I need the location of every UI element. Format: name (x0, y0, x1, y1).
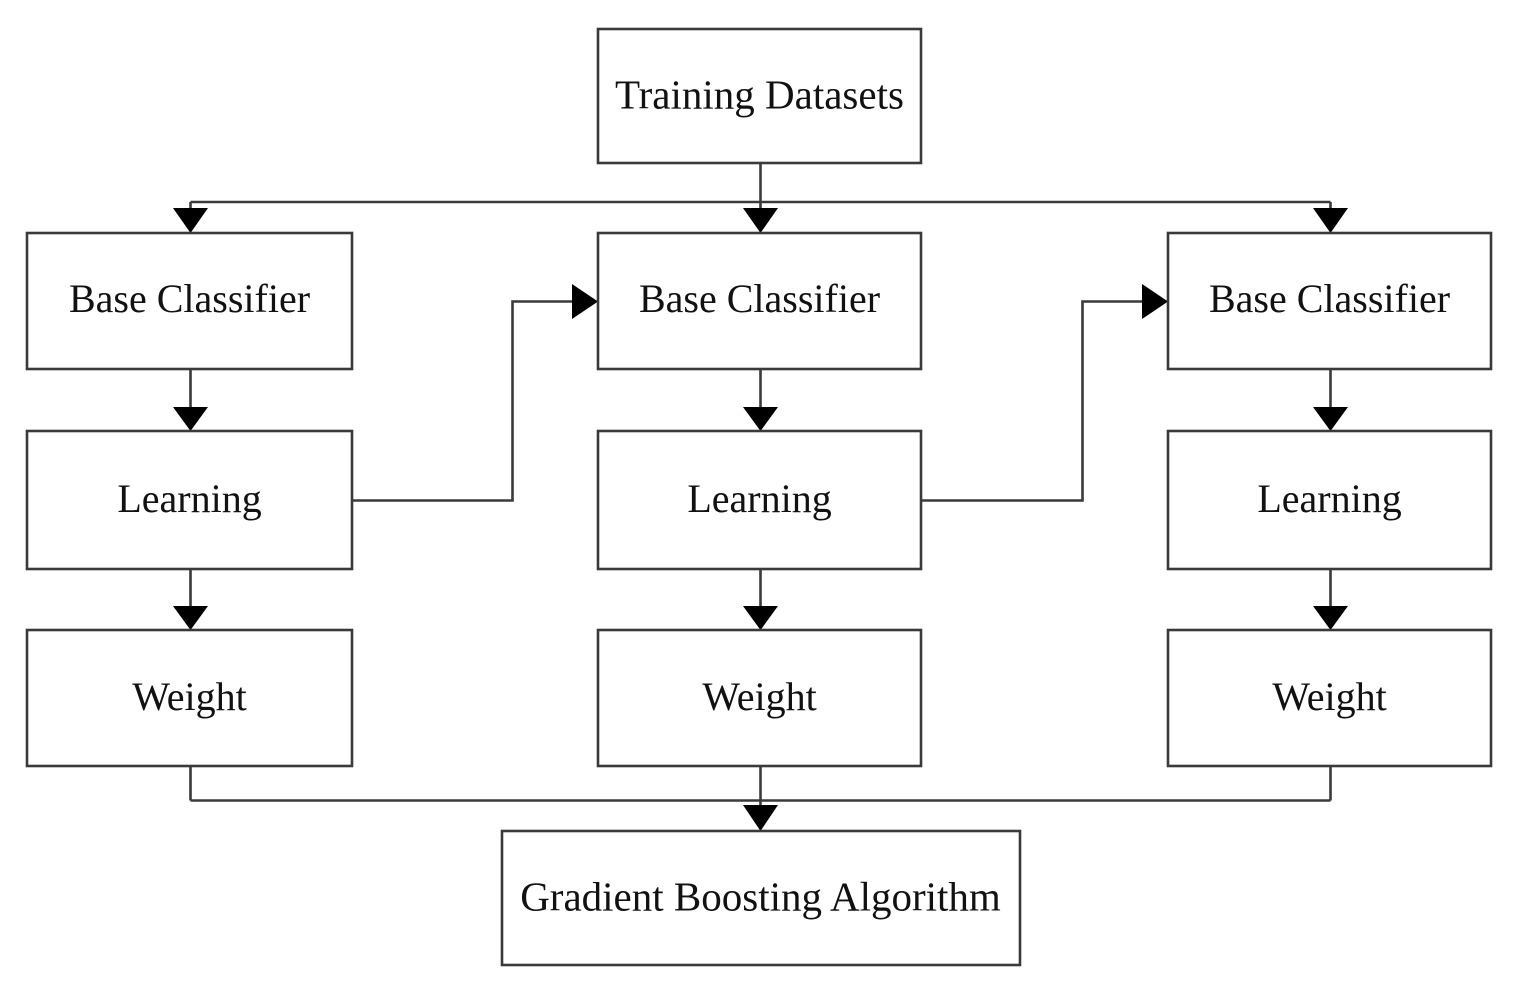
node-weight-2[interactable]: Weight (596, 628, 923, 768)
weight-3-box[interactable] (1166, 628, 1493, 768)
learning-2-box[interactable] (596, 429, 923, 571)
connector-learning2-to-weight2 (743, 569, 778, 630)
learning-1-label: Learning (117, 476, 261, 521)
weight-1-label: Weight (132, 674, 247, 719)
arrowhead-bus-middle (743, 208, 778, 233)
gradient-boosting-label: Gradient Boosting Algorithm (520, 873, 1001, 919)
arrowhead-learning1-bc2 (572, 284, 598, 319)
connector-learning1-to-bc2 (352, 284, 598, 502)
arrowhead-bus-gradient-boosting (743, 805, 778, 831)
arrowhead-learning1-weight1 (173, 606, 208, 630)
connector-bc3-to-learning3 (1313, 369, 1348, 431)
base-classifier-2-box[interactable] (596, 231, 923, 371)
arrowhead-bc3-learning3 (1313, 407, 1348, 431)
connector-learning3-to-weight3 (1313, 569, 1348, 630)
node-base-classifier-2[interactable]: Base Classifier (596, 231, 923, 371)
arrowhead-bc2-learning2 (743, 407, 778, 431)
connector-learning2-to-bc3 (921, 284, 1168, 502)
base-classifier-1-label: Base Classifier (69, 276, 310, 321)
connector-learning1-to-weight1 (173, 569, 208, 630)
base-classifier-1-box[interactable] (25, 231, 354, 371)
arrowhead-bc1-learning1 (173, 407, 208, 431)
connector-bc1-to-learning1 (173, 369, 208, 431)
node-base-classifier-1[interactable]: Base Classifier (25, 231, 354, 371)
node-gradient-boosting-algorithm[interactable]: Gradient Boosting Algorithm (500, 829, 1022, 967)
node-weight-1[interactable]: Weight (25, 628, 354, 768)
base-classifier-2-label: Base Classifier (639, 276, 880, 321)
node-training-datasets[interactable]: Training Datasets (596, 27, 923, 165)
training-datasets-box[interactable] (596, 27, 923, 165)
node-learning-2[interactable]: Learning (596, 429, 923, 571)
base-classifier-3-box[interactable] (1166, 231, 1493, 371)
weight-3-label: Weight (1272, 674, 1387, 719)
arrowhead-bus-right (1313, 208, 1348, 233)
learning-2-label: Learning (687, 476, 831, 521)
node-learning-1[interactable]: Learning (25, 429, 354, 571)
weight-2-label: Weight (702, 674, 817, 719)
connector-weights-to-gradient-boosting (189, 766, 1332, 831)
node-weight-3[interactable]: Weight (1166, 628, 1493, 768)
weight-1-box[interactable] (25, 628, 354, 768)
arrowhead-bus-left (173, 208, 208, 233)
arrowhead-learning2-weight2 (743, 606, 778, 630)
node-base-classifier-3[interactable]: Base Classifier (1166, 231, 1493, 371)
training-datasets-label: Training Datasets (615, 71, 904, 117)
arrowhead-learning3-weight3 (1313, 606, 1348, 630)
learning-3-box[interactable] (1166, 429, 1493, 571)
weight-2-box[interactable] (596, 628, 923, 768)
node-learning-3[interactable]: Learning (1166, 429, 1493, 571)
connector-bc2-to-learning2 (743, 369, 778, 431)
learning-1-box[interactable] (25, 429, 354, 571)
learning-3-label: Learning (1257, 476, 1401, 521)
base-classifier-3-label: Base Classifier (1209, 276, 1450, 321)
arrowhead-learning2-bc3 (1142, 284, 1168, 319)
connector-training-to-bus (173, 163, 1348, 233)
gradient-boosting-box[interactable] (500, 829, 1022, 967)
